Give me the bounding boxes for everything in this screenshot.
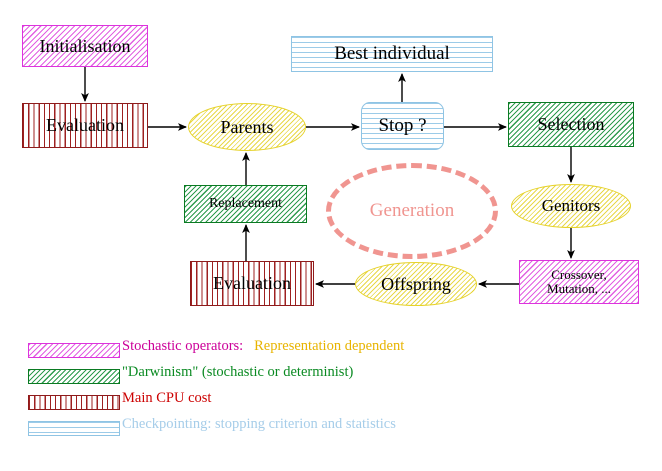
node-evaluation_bot[interactable]: Evaluation xyxy=(190,261,314,306)
node-initialisation[interactable]: Initialisation xyxy=(22,25,148,67)
node-offspring[interactable]: Offspring xyxy=(355,262,477,306)
legend-swatch-magenta xyxy=(28,343,120,358)
node-selection[interactable]: Selection xyxy=(508,102,634,147)
node-label-genitors: Genitors xyxy=(541,196,601,216)
legend: Stochastic operators: Representation dep… xyxy=(0,338,662,442)
legend-swatch-red xyxy=(28,395,120,410)
node-label-selection: Selection xyxy=(537,114,605,135)
node-stop[interactable]: Stop ? xyxy=(361,102,444,150)
legend-segment-green-0: "Darwinism" (stochastic or determinist) xyxy=(122,364,354,380)
legend-row-red: Main CPU cost xyxy=(0,390,662,416)
legend-swatch-green xyxy=(28,369,120,384)
node-label-crossover: Crossover, Mutation, ... xyxy=(547,267,611,296)
legend-text-blue: Checkpointing: stopping criterion and st… xyxy=(122,416,396,433)
node-label-best_individual: Best individual xyxy=(334,43,450,65)
generation-cycle-ellipse: Generation xyxy=(326,163,498,259)
node-label-initialisation: Initialisation xyxy=(39,35,131,56)
legend-segment-magenta-1: Representation dependent xyxy=(254,338,405,354)
legend-text-magenta: Stochastic operators: Representation dep… xyxy=(122,338,404,355)
legend-text-red: Main CPU cost xyxy=(122,390,211,407)
legend-segment-blue-0: Checkpointing: stopping criterion and st… xyxy=(122,416,396,432)
generation-label: Generation xyxy=(369,200,455,221)
node-label-stop: Stop ? xyxy=(378,115,427,137)
node-evaluation_top[interactable]: Evaluation xyxy=(22,103,148,148)
node-label-offspring: Offspring xyxy=(381,273,451,294)
node-crossover[interactable]: Crossover, Mutation, ... xyxy=(519,260,639,304)
node-best_individual[interactable]: Best individual xyxy=(291,36,493,72)
node-label-replacement: Replacement xyxy=(208,195,283,211)
legend-swatch-blue xyxy=(28,421,120,436)
node-genitors[interactable]: Genitors xyxy=(511,184,631,228)
node-parents[interactable]: Parents xyxy=(188,103,306,151)
node-label-evaluation_bot: Evaluation xyxy=(213,273,291,294)
legend-segment-magenta-0: Stochastic operators: xyxy=(122,338,244,354)
legend-row-green: "Darwinism" (stochastic or determinist) xyxy=(0,364,662,390)
node-replacement[interactable]: Replacement xyxy=(184,185,307,223)
legend-text-green: "Darwinism" (stochastic or determinist) xyxy=(122,364,353,381)
node-label-evaluation_top: Evaluation xyxy=(46,115,124,136)
node-label-parents: Parents xyxy=(220,116,274,137)
legend-row-magenta: Stochastic operators: Representation dep… xyxy=(0,338,662,364)
legend-segment-red-0: Main CPU cost xyxy=(122,390,212,406)
legend-row-blue: Checkpointing: stopping criterion and st… xyxy=(0,416,662,442)
